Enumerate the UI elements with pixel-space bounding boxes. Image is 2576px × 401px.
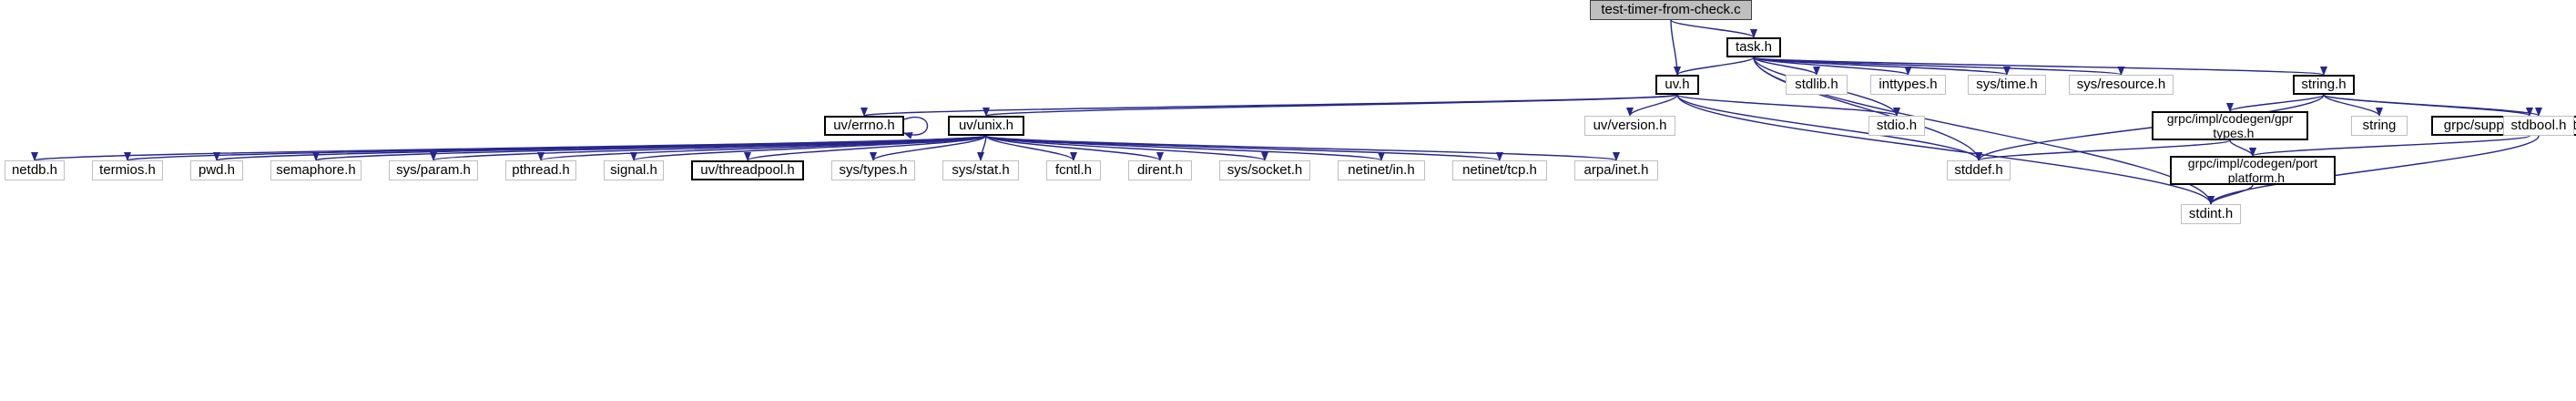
graph-edge: [1676, 94, 1982, 161]
graph-edge: [983, 94, 1678, 117]
graph-edge: [1626, 94, 1678, 117]
graph-node[interactable]: semaphore.h: [270, 160, 361, 180]
graph-node[interactable]: string: [2351, 116, 2408, 136]
graph-node[interactable]: netinet/in.h: [1338, 160, 1425, 180]
graph-edge: [124, 135, 987, 161]
graph-edge: [1676, 94, 2215, 205]
graph-node[interactable]: inttypes.h: [1870, 75, 1946, 95]
graph-node[interactable]: fcntl.h: [1046, 160, 1101, 180]
graph-node[interactable]: task.h: [1726, 37, 1781, 57]
graph-edge: [985, 135, 1385, 161]
graph-edge: [861, 94, 1678, 117]
graph-edge: [537, 135, 987, 161]
graph-edge: [2229, 139, 2256, 157]
graph-node[interactable]: sys/time.h: [1968, 75, 2046, 95]
graph-edge: [1670, 19, 1681, 76]
graph-edge: [630, 135, 987, 161]
graph-edge: [1753, 57, 2327, 76]
graph-node[interactable]: sys/socket.h: [1219, 160, 1310, 180]
graph-edge: [985, 135, 1268, 161]
graph-edge: [1753, 57, 1820, 76]
graph-node[interactable]: stdio.h: [1868, 116, 1925, 136]
graph-edge: [1753, 57, 2011, 76]
graph-node[interactable]: pwd.h: [190, 160, 243, 180]
graph-node[interactable]: signal.h: [604, 160, 664, 180]
graph-node[interactable]: termios.h: [92, 160, 163, 180]
graph-edge: [312, 135, 987, 161]
graph-node[interactable]: uv/errno.h: [824, 116, 904, 136]
graph-edge: [985, 135, 1503, 161]
graph-edge: [430, 135, 987, 161]
graph-edge: [1670, 19, 1757, 38]
graph-node[interactable]: stdint.h: [2181, 204, 2241, 224]
graph-edge: [213, 135, 987, 161]
graph-node[interactable]: grpc/impl/codegen/gpr _types.h: [2152, 111, 2308, 140]
graph-node[interactable]: sys/param.h: [389, 160, 478, 180]
graph-node[interactable]: netinet/tcp.h: [1452, 160, 1547, 180]
graph-node[interactable]: uv.h: [1655, 75, 1699, 95]
graph-edge: [2226, 94, 2325, 112]
graph-node[interactable]: uv/version.h: [1584, 116, 1675, 136]
graph-edge: [2323, 94, 2383, 117]
graph-edge: [985, 135, 1620, 161]
graph-node[interactable]: stddef.h: [1947, 160, 2011, 180]
graph-edge: [1753, 57, 1982, 161]
graph-edge: [985, 135, 1164, 161]
graph-edge: [1753, 57, 1912, 76]
graph-node[interactable]: stdlib.h: [1786, 75, 1848, 95]
graph-edge: [903, 117, 928, 139]
graph-edge: [744, 135, 987, 161]
graph-edge: [2207, 184, 2254, 205]
graph-node[interactable]: sys/stat.h: [942, 160, 1019, 180]
graph-node[interactable]: string.h: [2293, 75, 2355, 95]
graph-node[interactable]: grpc/impl/codegen/port _platform.h: [2170, 156, 2336, 185]
graph-node[interactable]: pthread.h: [505, 160, 576, 180]
graph-node[interactable]: sys/types.h: [831, 160, 915, 180]
graph-edge: [2323, 94, 2533, 117]
graph-edge: [32, 135, 987, 161]
graph-edge: [985, 135, 1077, 161]
graph-edge: [2323, 94, 2542, 117]
graph-edge: [870, 135, 987, 161]
graph-node[interactable]: uv/threadpool.h: [691, 160, 804, 180]
graph-node[interactable]: stdbool.h: [2503, 116, 2574, 136]
graph-node[interactable]: dirent.h: [1128, 160, 1192, 180]
graph-node[interactable]: arpa/inet.h: [1574, 160, 1658, 180]
graph-node[interactable]: uv/unix.h: [948, 116, 1024, 136]
graph-node[interactable]: netdb.h: [5, 160, 65, 180]
graph-edge: [1674, 57, 1755, 76]
graph-edge: [1676, 94, 1900, 117]
graph-edge: [977, 135, 987, 161]
graph-node[interactable]: sys/resource.h: [2069, 75, 2174, 95]
graph-node[interactable]: test-timer-from-check.c: [1590, 0, 1752, 20]
graph-edge: [1753, 57, 2124, 76]
